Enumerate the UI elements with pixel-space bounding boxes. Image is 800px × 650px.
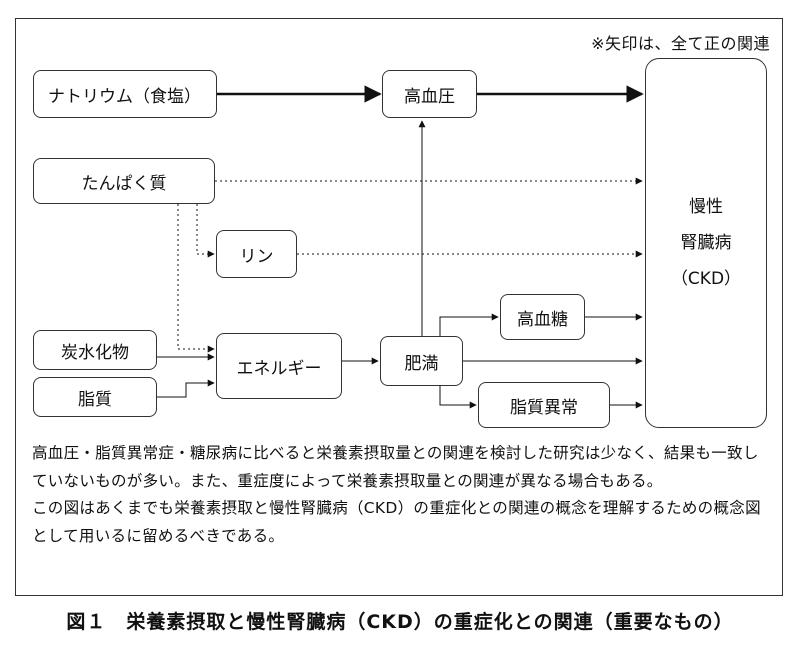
figure-frame: [15, 18, 783, 596]
node-dyslipidemia: 脂質異常: [478, 382, 610, 428]
description-para-1: 高血圧・脂質異常症・糖尿病に比べると栄養素摂取量との関連を検討した研究は少なく、…: [32, 444, 759, 490]
node-protein: たんぱく質: [33, 158, 215, 204]
node-ckd-line3: （CKD）: [670, 269, 742, 289]
legend-note: ※矢印は、全て正の関連: [591, 34, 770, 53]
node-phosphorus: リン: [216, 230, 297, 278]
node-phosphorus-label: リン: [239, 246, 274, 267]
node-carbohydrate: 炭水化物: [33, 330, 157, 370]
arrow-obesity-dyslipidemia: [439, 386, 477, 409]
node-carbohydrate-label: 炭水化物: [61, 342, 129, 363]
node-dyslipidemia-label: 脂質異常: [510, 397, 578, 418]
node-hyperglycemia: 高血糖: [500, 294, 585, 340]
node-sodium-label: ナトリウム（食塩）: [48, 86, 201, 107]
description-para-2: この図はあくまでも栄養素摂取と慢性腎臓病（CKD）の重症化との関連の概念を理解す…: [32, 499, 761, 545]
description: 高血圧・脂質異常症・糖尿病に比べると栄養素摂取量との関連を検討した研究は少なく、…: [32, 440, 772, 550]
node-hyperglycemia-label: 高血糖: [517, 309, 568, 330]
node-protein-label: たんぱく質: [81, 173, 167, 194]
node-obesity: 肥満: [380, 336, 463, 386]
arrow-lipid-energy: [157, 379, 215, 398]
node-lipid-label: 脂質: [78, 389, 112, 410]
node-energy-label: エネルギー: [236, 358, 322, 379]
node-energy: エネルギー: [216, 333, 342, 399]
node-hypertension-label: 高血圧: [404, 86, 455, 107]
node-ckd-line1: 慢性: [689, 197, 723, 217]
node-ckd: 慢性 腎臓病 （CKD）: [645, 58, 767, 428]
node-obesity-label: 肥満: [404, 353, 439, 374]
node-lipid: 脂質: [33, 377, 157, 417]
node-sodium: ナトリウム（食塩）: [33, 70, 217, 118]
node-hypertension: 高血圧: [382, 70, 477, 118]
arrow-protein-phosphorus: [196, 204, 215, 258]
arrow-obesity-hyperglycemia: [439, 313, 499, 336]
arrow-protein-energy: [177, 204, 215, 353]
figure-caption: 図１ 栄養素摂取と慢性腎臓病（CKD）の重症化との関連（重要なもの）: [66, 611, 734, 633]
node-ckd-line2: 腎臓病: [680, 233, 732, 253]
